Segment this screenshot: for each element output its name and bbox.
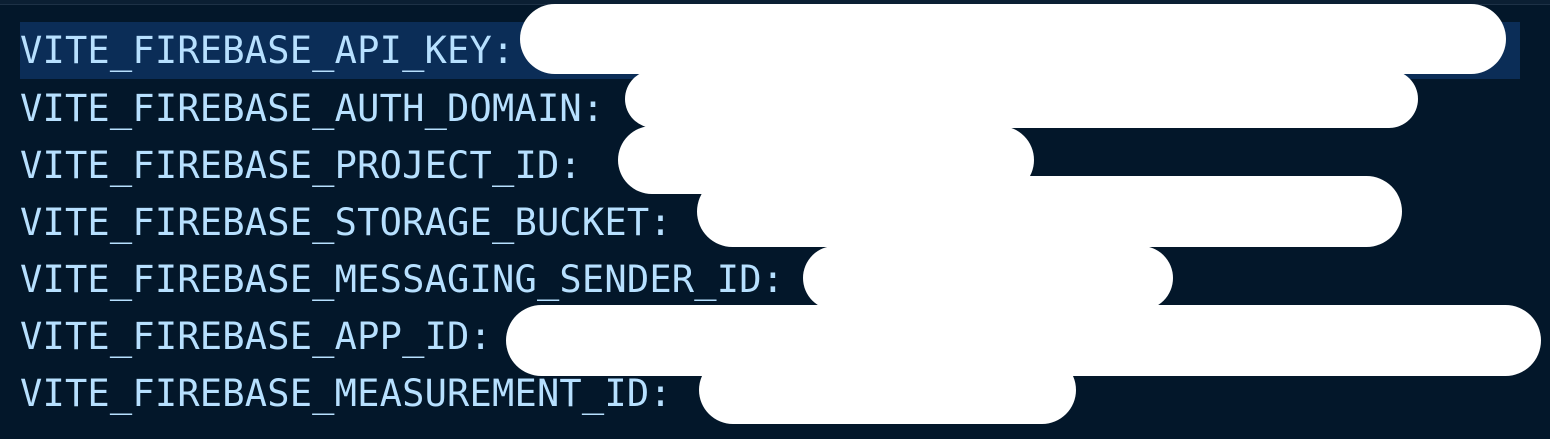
env-key-firebase-auth-domain: VITE_FIREBASE_AUTH_DOMAIN: [20,87,605,130]
code-line-firebase-project-id[interactable]: VITE_FIREBASE_PROJECT_ID: [0,137,1550,194]
redaction-mark-messaging-sender-id-value [803,246,1173,310]
env-key-firebase-messaging-sender-id: VITE_FIREBASE_MESSAGING_SENDER_ID: [20,258,785,301]
redaction-mark-auth-domain-value [625,70,1418,128]
code-line-firebase-measurement-id[interactable]: VITE_FIREBASE_MEASUREMENT_ID: [0,365,1550,422]
env-key-firebase-app-id: VITE_FIREBASE_APP_ID: [20,315,492,358]
code-line-firebase-app-id[interactable]: VITE_FIREBASE_APP_ID: [0,308,1550,365]
code-line-firebase-messaging-sender-id[interactable]: VITE_FIREBASE_MESSAGING_SENDER_ID: [0,251,1550,308]
redaction-mark-storage-bucket-value [697,176,1402,247]
code-line-firebase-storage-bucket[interactable]: VITE_FIREBASE_STORAGE_BUCKET: [0,194,1550,251]
env-key-firebase-project-id: VITE_FIREBASE_PROJECT_ID: [20,144,582,187]
env-key-firebase-api-key: VITE_FIREBASE_API_KEY: [20,29,515,72]
env-key-firebase-storage-bucket: VITE_FIREBASE_STORAGE_BUCKET: [20,201,672,244]
redaction-mark-api-key-value [520,4,1506,74]
redaction-mark-measurement-id-value [699,356,1076,424]
env-key-firebase-measurement-id: VITE_FIREBASE_MEASUREMENT_ID: [20,372,672,415]
code-line-firebase-auth-domain[interactable]: VITE_FIREBASE_AUTH_DOMAIN: [0,80,1550,137]
